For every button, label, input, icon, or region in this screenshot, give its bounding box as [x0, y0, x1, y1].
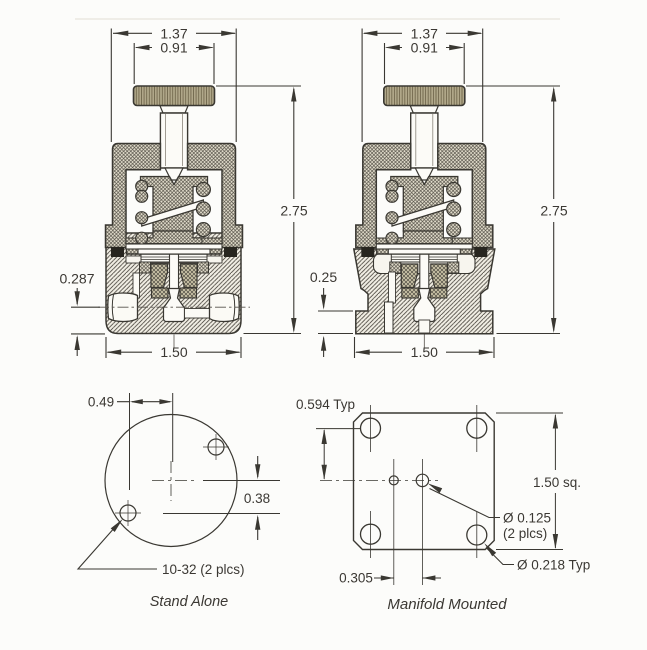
- svg-text:Stand Alone: Stand Alone: [150, 594, 228, 610]
- svg-text:(2 plcs): (2 plcs): [503, 526, 547, 541]
- svg-text:1.37: 1.37: [160, 26, 187, 42]
- svg-text:1.50 sq.: 1.50 sq.: [533, 475, 581, 490]
- svg-text:2.75: 2.75: [280, 203, 307, 219]
- svg-text:1.50: 1.50: [160, 344, 187, 360]
- svg-text:10-32 (2 plcs): 10-32 (2 plcs): [162, 562, 245, 577]
- svg-text:1.50: 1.50: [411, 344, 438, 360]
- svg-text:Manifold Mounted: Manifold Mounted: [387, 596, 507, 613]
- svg-text:0.91: 0.91: [160, 40, 187, 56]
- svg-text:0.38: 0.38: [244, 491, 270, 506]
- svg-text:0.594 Typ: 0.594 Typ: [296, 397, 355, 412]
- svg-text:0.287: 0.287: [59, 271, 94, 287]
- svg-text:0.49: 0.49: [88, 395, 114, 410]
- svg-text:0.91: 0.91: [411, 40, 438, 56]
- svg-text:2.75: 2.75: [540, 203, 567, 219]
- svg-text:Ø 0.125: Ø 0.125: [503, 511, 551, 526]
- svg-text:1.37: 1.37: [411, 26, 438, 42]
- svg-text:Ø 0.218 Typ: Ø 0.218 Typ: [517, 558, 590, 573]
- svg-text:0.305: 0.305: [339, 571, 373, 586]
- svg-text:0.25: 0.25: [310, 269, 337, 285]
